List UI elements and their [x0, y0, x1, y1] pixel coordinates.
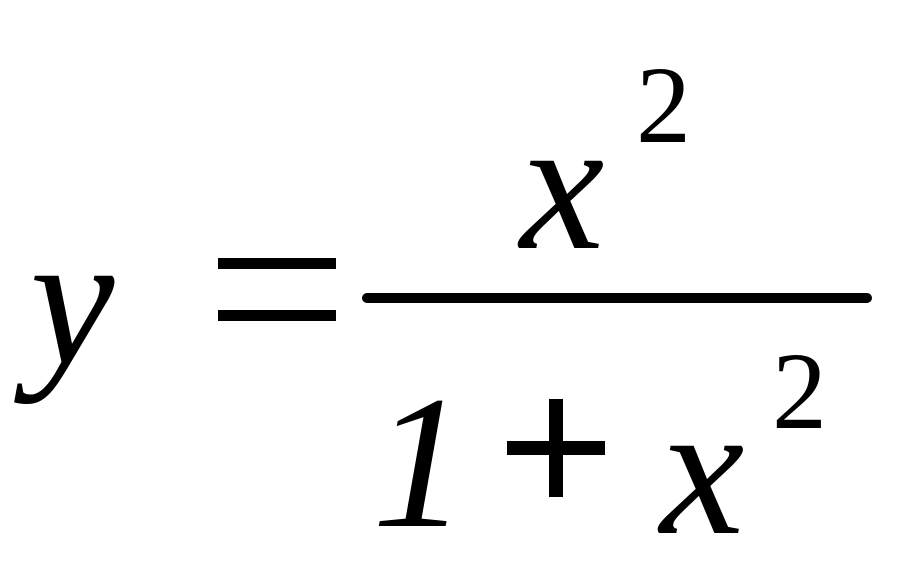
numerator-exponent: 2 [636, 44, 691, 166]
equation: y x 2 1 x 2 [30, 44, 872, 565]
numerator-base-x: x [520, 80, 605, 290]
denominator-base-x: x [660, 365, 745, 575]
lhs-variable-y: y [30, 195, 115, 405]
equals-bottom-bar [218, 310, 336, 321]
denominator-constant: 1 [372, 358, 467, 568]
denominator-exponent: 2 [772, 330, 827, 452]
plus-vertical-bar [549, 399, 563, 497]
fraction-bar [362, 293, 872, 303]
equals-top-bar [218, 258, 336, 269]
